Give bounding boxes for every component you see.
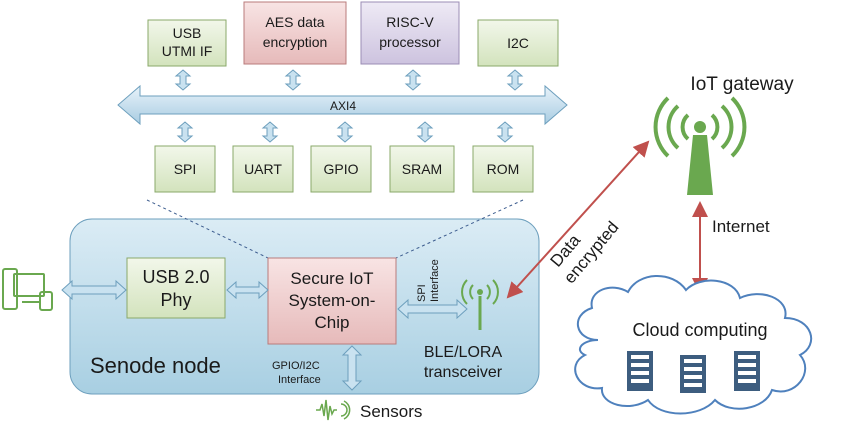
block-sram: SRAM: [389, 145, 455, 193]
sensors-label: Sensors: [360, 402, 422, 421]
iot-gateway-antenna-icon: [653, 96, 747, 195]
block-i2c: I2C: [477, 19, 559, 67]
svg-text:Interface: Interface: [429, 259, 441, 302]
svg-text:UART: UART: [244, 161, 282, 177]
svg-text:Interface: Interface: [278, 374, 321, 386]
svg-text:SPI: SPI: [174, 161, 197, 177]
transceiver-label: BLE/LORA transceiver: [424, 344, 503, 381]
block-spi: SPI: [154, 145, 216, 193]
block-aes-encryption: AES data encryption: [243, 1, 347, 65]
axi4-bus: AXI4: [117, 84, 568, 126]
svg-text:SPI: SPI: [416, 284, 428, 302]
block-gpio: GPIO: [310, 145, 372, 193]
gpio-interface-label: GPIO/I2C Interface: [272, 360, 321, 386]
block-rom: ROM: [472, 145, 534, 193]
svg-text:RISC-V: RISC-V: [386, 14, 434, 30]
svg-text:AES data: AES data: [265, 14, 324, 30]
cloud-label: Cloud computing: [632, 320, 767, 340]
svg-text:ROM: ROM: [487, 161, 520, 177]
svg-text:encryption: encryption: [263, 34, 328, 50]
svg-text:transceiver: transceiver: [424, 364, 503, 381]
devices-icon: [2, 268, 53, 311]
block-riscv-processor: RISC-V processor: [360, 1, 460, 65]
svg-text:System-on-: System-on-: [289, 291, 376, 310]
svg-text:USB 2.0: USB 2.0: [142, 267, 209, 287]
spi-interface-label: SPI Interface: [416, 259, 441, 302]
axi4-label: AXI4: [330, 99, 356, 113]
node-title: Senode node: [90, 353, 221, 378]
node-connectors: [61, 279, 468, 391]
transceiver-antenna-icon: [461, 279, 499, 330]
svg-text:GPIO/I2C: GPIO/I2C: [272, 360, 320, 372]
svg-text:Chip: Chip: [315, 313, 350, 332]
svg-text:UTMI IF: UTMI IF: [162, 43, 213, 59]
block-usb-utmi: USB UTMI IF: [147, 19, 227, 67]
internet-label: Internet: [712, 217, 770, 236]
top-connectors: [174, 69, 524, 91]
usb-phy-block: USB 2.0 Phy: [126, 257, 226, 319]
cloud-computing: Cloud computing: [574, 275, 812, 415]
svg-text:Secure IoT: Secure IoT: [290, 269, 373, 288]
sensors-icon: [316, 399, 351, 421]
svg-text:I2C: I2C: [507, 35, 529, 51]
svg-text:processor: processor: [379, 34, 441, 50]
block-uart: UART: [232, 145, 294, 193]
internet-link: Internet: [692, 201, 770, 294]
iot-gateway-label: IoT gateway: [690, 74, 794, 95]
svg-text:SRAM: SRAM: [402, 161, 442, 177]
svg-text:USB: USB: [173, 25, 202, 41]
bottom-connectors: [176, 121, 514, 143]
soc-block: Secure IoT System-on- Chip: [267, 257, 397, 345]
svg-text:GPIO: GPIO: [323, 161, 358, 177]
svg-text:BLE/LORA: BLE/LORA: [424, 344, 503, 361]
zoom-lines: [146, 199, 524, 259]
svg-text:Phy: Phy: [160, 290, 191, 310]
